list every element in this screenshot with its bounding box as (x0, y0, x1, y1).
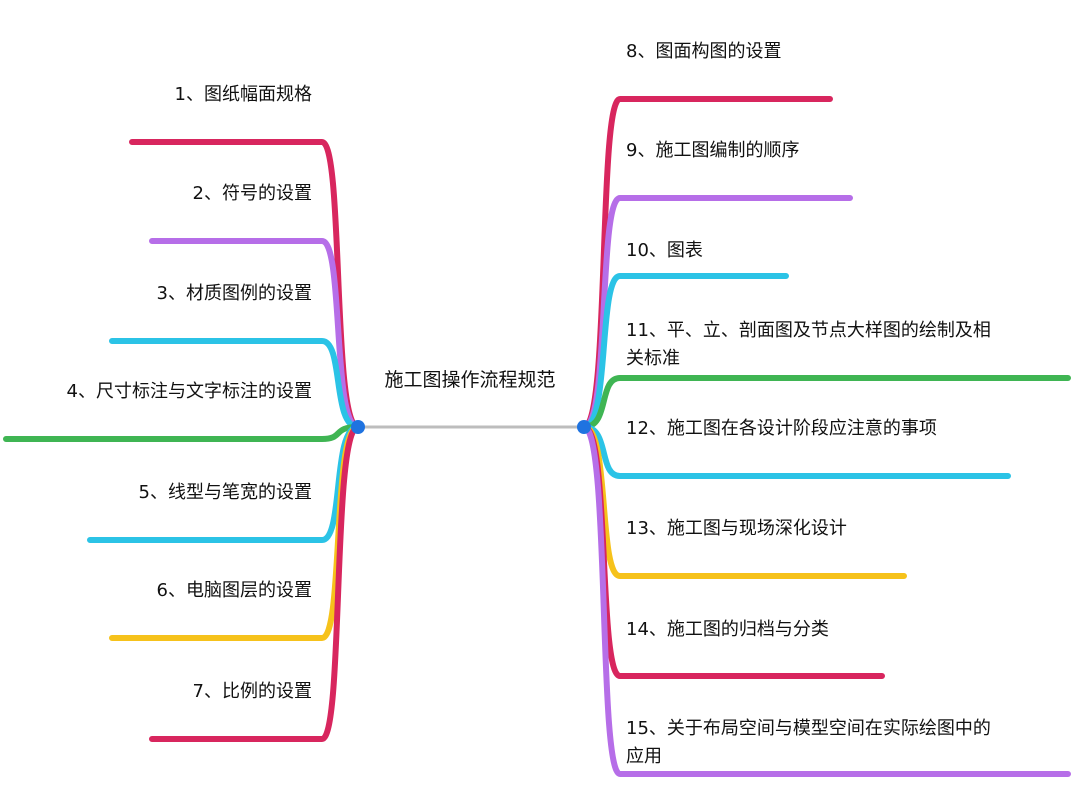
branch-left-3 (109, 338, 361, 430)
topic-right-14-line: 14、施工图的归档与分类 (626, 619, 829, 640)
topic-right-11-line: 11、平、立、剖面图及节点大样图的绘制及相 (626, 320, 991, 341)
topic-left-2-line: 2、符号的设置 (193, 183, 312, 204)
central-topic: 施工图操作流程规范 (384, 369, 555, 391)
branch-left-4 (3, 424, 361, 442)
topic-left-1-line: 1、图纸幅面规格 (175, 84, 312, 105)
topic-left-7-line: 7、比例的设置 (193, 681, 312, 702)
branch-right-13 (581, 424, 907, 579)
branch-right-15 (581, 424, 1071, 777)
right-hub-node (577, 420, 591, 434)
topic-left-4: 4、尺寸标注与文字标注的设置 (67, 381, 312, 402)
branch-right-10 (581, 273, 789, 430)
branch-left-6 (109, 424, 361, 641)
topic-right-15: 15、关于布局空间与模型空间在实际绘图中的应用 (626, 718, 991, 767)
label-layer: 1、图纸幅面规格 2、符号的设置 3、材质图例的设置 4、尺寸标注与文字标注的设置 5、… (67, 41, 991, 767)
topic-right-10-line: 10、图表 (626, 240, 703, 261)
topic-right-11-line: 关标准 (626, 348, 680, 369)
topic-right-11: 11、平、立、剖面图及节点大样图的绘制及相关标准 (626, 320, 991, 369)
branch-left-7 (149, 424, 361, 742)
topic-right-8: 8、图面构图的设置 (626, 41, 781, 62)
branch-right-9 (581, 195, 853, 430)
topic-right-10: 10、图表 (626, 240, 703, 261)
topic-left-3: 3、材质图例的设置 (157, 283, 312, 304)
topic-right-12-line: 12、施工图在各设计阶段应注意的事项 (626, 418, 937, 439)
branch-right-11 (581, 375, 1071, 430)
topic-left-6: 6、电脑图层的设置 (157, 580, 312, 601)
branch-layer (3, 96, 1071, 777)
topic-left-5: 5、线型与笔宽的设置 (139, 482, 312, 503)
topic-right-12: 12、施工图在各设计阶段应注意的事项 (626, 418, 937, 439)
topic-left-4-line: 4、尺寸标注与文字标注的设置 (67, 381, 312, 402)
topic-left-2: 2、符号的设置 (193, 183, 312, 204)
left-hub-node (351, 420, 365, 434)
topic-right-13-line: 13、施工图与现场深化设计 (626, 518, 847, 539)
topic-right-15-line: 应用 (626, 746, 662, 767)
topic-right-15-line: 15、关于布局空间与模型空间在实际绘图中的 (626, 718, 991, 739)
topic-right-9-line: 9、施工图编制的顺序 (626, 140, 799, 161)
topic-left-6-line: 6、电脑图层的设置 (157, 580, 312, 601)
topic-left-7: 7、比例的设置 (193, 681, 312, 702)
topic-right-13: 13、施工图与现场深化设计 (626, 518, 847, 539)
topic-right-14: 14、施工图的归档与分类 (626, 619, 829, 640)
topic-left-3-line: 3、材质图例的设置 (157, 283, 312, 304)
topic-left-5-line: 5、线型与笔宽的设置 (139, 482, 312, 503)
topic-right-9: 9、施工图编制的顺序 (626, 140, 799, 161)
topic-right-8-line: 8、图面构图的设置 (626, 41, 781, 62)
topic-left-1: 1、图纸幅面规格 (175, 84, 312, 105)
